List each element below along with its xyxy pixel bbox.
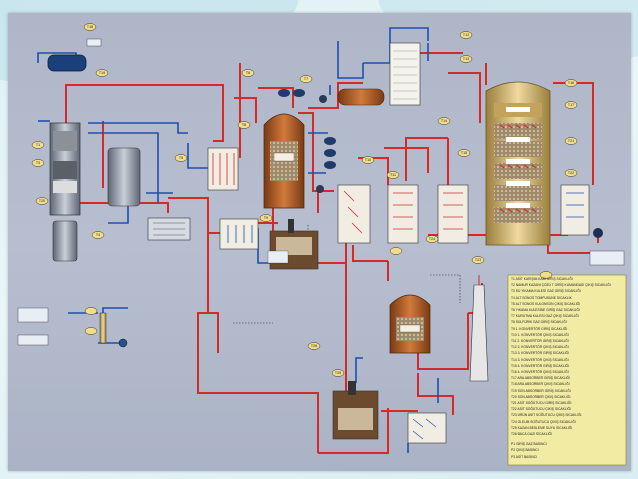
- legend-line: T25 KAZAN BESLEME SUYU SICAKLIĞI: [511, 425, 573, 430]
- temperature-tag-label: T7: [304, 77, 308, 81]
- blower-icon: [319, 95, 327, 103]
- legend-line: T26 BACA GAZI SICAKLIĞI: [511, 432, 553, 437]
- temperature-tag-label: T26: [311, 344, 317, 348]
- acid-cooler: [407, 412, 447, 444]
- temperature-tags: [31, 23, 578, 377]
- legend-line: T4 ALT SONOS TOMPUSUNE SICAKLIK: [511, 295, 572, 300]
- temperature-tag-label: T13: [463, 57, 469, 61]
- legend-line: T21 ASİT SOĞUTUCU GİRİŞ SICAKLIĞI: [511, 401, 572, 406]
- temperature-tag-label: T14: [441, 119, 447, 123]
- air-filter-exchanger: [207, 147, 239, 191]
- absorber-tower: [389, 294, 431, 354]
- gauge-icon: [324, 161, 336, 169]
- legend-footer-line: P2 ÇIKIŞ BASINCI: [511, 448, 539, 453]
- legend-text: T1 ASİT KARIŞIM KABI GİRİŞ SICAKLIĞI T2 N…: [511, 276, 623, 460]
- feed-tank: [47, 54, 87, 72]
- legend-line: T24 OLEUM SOĞUTUCU ÇIKIŞ SICAKLIĞI: [511, 419, 576, 424]
- legend-line: T5 ALT SONOS KULONSON ÇIKIŞ SICAKLIĞI: [511, 301, 581, 306]
- heat-exchanger-row: [337, 184, 590, 244]
- waste-heat-boiler: [389, 42, 421, 106]
- legend-line: T7 KURUTMA KULESİ GAZ ÇIKIŞ SICAKLIĞI: [511, 314, 579, 319]
- temperature-tag-label: T18: [87, 25, 93, 29]
- legend-line: T2 NAMUR KAZANI ÇÖZÜ T GİRİŞ KUMANDASI Ç…: [511, 283, 611, 288]
- temperature-tag-label: T20: [39, 199, 45, 203]
- sulfur-filter: [147, 217, 191, 241]
- temperature-tag-label: T3: [36, 161, 40, 165]
- legend-line: T10 1. KONVERTÖR ÇIKIŞ SICAKLIĞI: [511, 332, 569, 337]
- label-box: [86, 38, 102, 47]
- temperature-tag-label: T11: [390, 173, 396, 177]
- temperature-tag-label: T9: [264, 216, 268, 220]
- legend-line: T11 2. KONVERTÖR GİRİŞ SICAKLIĞI: [511, 339, 569, 344]
- label-box: [17, 307, 49, 323]
- gauge-icon: [278, 89, 290, 97]
- legend-lines: T1 ASİT KARIŞIM KABI GİRİŞ SICAKLIĞI T2 N…: [511, 276, 623, 437]
- pump-icon: [118, 338, 128, 348]
- legend-line: T6 YIKAMA KULESİNE GİRİŞ GAZ SICAKLIĞI: [511, 308, 580, 313]
- legend-footer-line: P3 ASİT BASINCI: [511, 454, 538, 459]
- temperature-tag-label: T1: [36, 143, 40, 147]
- sulfur-burner: [337, 88, 385, 106]
- temperature-tag-label: T17: [568, 103, 574, 107]
- temperature-tag-label: T12: [463, 33, 469, 37]
- blower-icon: [316, 185, 324, 193]
- legend-line: T3 SÜ YIKAMA KULESİ GAZ GİRİŞ SICAKLIĞI: [511, 289, 581, 294]
- temperature-tag-label: T15: [461, 151, 467, 155]
- temperature-tag-label: T5: [179, 156, 183, 160]
- legend-line: T1 ASİT KARIŞIM KABI GİRİŞ SICAKLIĞI: [511, 277, 573, 281]
- filter-column: [99, 312, 107, 344]
- legend-line: T18 ARA ABSORBER ÇIKIŞ SICAKLIĞI: [511, 382, 570, 387]
- liquid-sulfur-tank: [107, 147, 141, 207]
- label-box: [589, 250, 625, 266]
- gauge-icon: [324, 137, 336, 145]
- label-box: [17, 334, 49, 346]
- legend-footer-line: P1 GİRİŞ GAZ BASINCI: [511, 442, 547, 447]
- temperature-tag-label: T25: [335, 371, 341, 375]
- acid-circulation-tank: [332, 381, 379, 440]
- temperature-tag-label: T23: [475, 258, 481, 262]
- legend-line: T15 4. KONVERTÖR GİRİŞ SICAKLIĞI: [511, 363, 570, 368]
- temperature-tag-label: T4: [96, 233, 100, 237]
- legend-line: T8 SÜLFÜRİK GAZ GİRİŞ SICAKLIĞI: [511, 320, 567, 325]
- dryer-acid-tank: [267, 219, 319, 270]
- legend-line: T23 ÜRÜN ASİT SOĞUTUCU ÇIKIŞ SICAKLIĞI: [511, 413, 582, 418]
- acid-tank-left: [52, 220, 78, 262]
- temperature-tag-label: T6: [246, 71, 250, 75]
- temperature-tag-label: T10: [365, 158, 371, 162]
- temperature-tag-label: T19: [99, 71, 105, 75]
- legend-line: T22 ASİT SOĞUTUCU ÇIKIŞ SICAKLIĞI: [511, 407, 572, 412]
- heat-exchanger-1: [219, 218, 259, 250]
- temperature-tag-label: T21: [568, 139, 574, 143]
- legend-panel: [507, 274, 627, 466]
- gauge-icon: [293, 89, 305, 97]
- legend-line: T12 2. KONVERTÖR ÇIKIŞ SICAKLIĞI: [511, 345, 569, 350]
- melting-furnace: [49, 122, 81, 216]
- drying-tower: [263, 113, 305, 209]
- legend-line: T17 ARA ABSORBER GİRİŞ SICAKLIĞI: [511, 376, 570, 381]
- legend-line: T19 SON ABSORBER GİRİŞ SICAKLIĞI: [511, 388, 571, 393]
- gauge-icon: [324, 149, 336, 157]
- legend-line: T16 4. KONVERTÖR ÇIKIŞ SICAKLIĞI: [511, 370, 569, 375]
- legend-line: T9 1. KONVERTÖR GİRİŞ SICAKLIĞI: [511, 326, 568, 331]
- temperature-tag-label: T22: [568, 171, 574, 175]
- converter-tower: [485, 81, 551, 246]
- temperature-tag-label: T16: [568, 81, 574, 85]
- chimney-stack: [469, 275, 489, 382]
- pump-icon: [593, 228, 603, 238]
- legend-line: T20 SON ABSORBER ÇIKIŞ SICAKLIĞI: [511, 394, 571, 399]
- temperature-tag-label: T24: [429, 237, 435, 241]
- legend-line: T13 3. KONVERTÖR GİRİŞ SICAKLIĞI: [511, 351, 570, 356]
- legend-line: T14 3. KONVERTÖR ÇIKIŞ SICAKLIĞI: [511, 357, 569, 362]
- temperature-tag-label: T8: [242, 123, 246, 127]
